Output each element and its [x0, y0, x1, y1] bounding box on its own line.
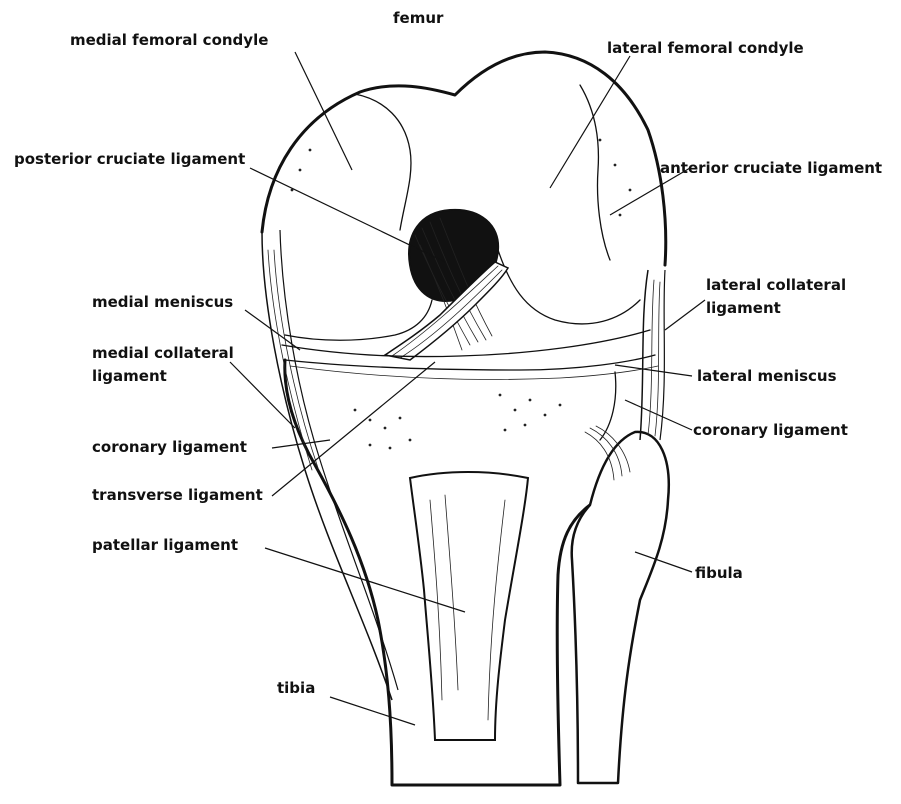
label-lateral-collateral-ligament-2: ligament: [706, 299, 781, 317]
patellar-ligament-shape: [410, 472, 528, 740]
label-medial-collateral-ligament-2: ligament: [92, 367, 167, 385]
label-tibia: tibia: [277, 679, 315, 697]
meniscus-band-bottom: [285, 355, 655, 370]
label-lateral-meniscus: lateral meniscus: [697, 367, 837, 385]
leader-coronary-left: [272, 440, 330, 448]
leader-medial-meniscus: [245, 310, 300, 350]
label-posterior-cruciate-ligament: posterior cruciate ligament: [14, 150, 245, 168]
label-lateral-collateral-ligament-1: lateral collateral: [706, 276, 846, 294]
meniscus-band-top: [282, 330, 650, 357]
label-coronary-ligament-left: coronary ligament: [92, 438, 247, 456]
meniscus-band-lower: [290, 366, 658, 380]
knee-drawing: [262, 52, 669, 785]
leader-posterior-cruciate: [250, 168, 445, 262]
medial-condyle-base: [285, 300, 432, 340]
medial-collateral-fibres: [268, 250, 318, 470]
label-medial-femoral-condyle: medial femoral condyle: [70, 31, 268, 49]
leader-coronary-right: [625, 400, 692, 430]
label-transverse-ligament: transverse ligament: [92, 486, 263, 504]
label-coronary-ligament-right: coronary ligament: [693, 421, 848, 439]
label-femur: femur: [393, 9, 444, 27]
label-medial-collateral-ligament-1: medial collateral: [92, 344, 234, 362]
lateral-condyle-base: [498, 250, 640, 324]
label-medial-meniscus: medial meniscus: [92, 293, 233, 311]
label-patellar-ligament: patellar ligament: [92, 536, 238, 554]
leader-medial-femoral-condyle: [295, 52, 352, 170]
lateral-collateral-band-inner: [660, 270, 665, 440]
medial-collateral-band: [262, 232, 392, 700]
leader-tibia: [330, 697, 415, 725]
label-fibula: fibula: [695, 564, 743, 582]
leader-lateral-collateral: [665, 300, 705, 330]
medial-collateral-band-inner: [280, 230, 398, 690]
leader-lateral-femoral-condyle: [550, 56, 630, 188]
label-anterior-cruciate-ligament: anterior cruciate ligament: [660, 159, 882, 177]
fibula-outline: [572, 432, 669, 783]
lateral-condyle-contour: [580, 85, 610, 260]
label-lateral-femoral-condyle: lateral femoral condyle: [607, 39, 804, 57]
medial-condyle-contour: [355, 94, 411, 230]
lateral-collateral-band: [640, 270, 648, 440]
